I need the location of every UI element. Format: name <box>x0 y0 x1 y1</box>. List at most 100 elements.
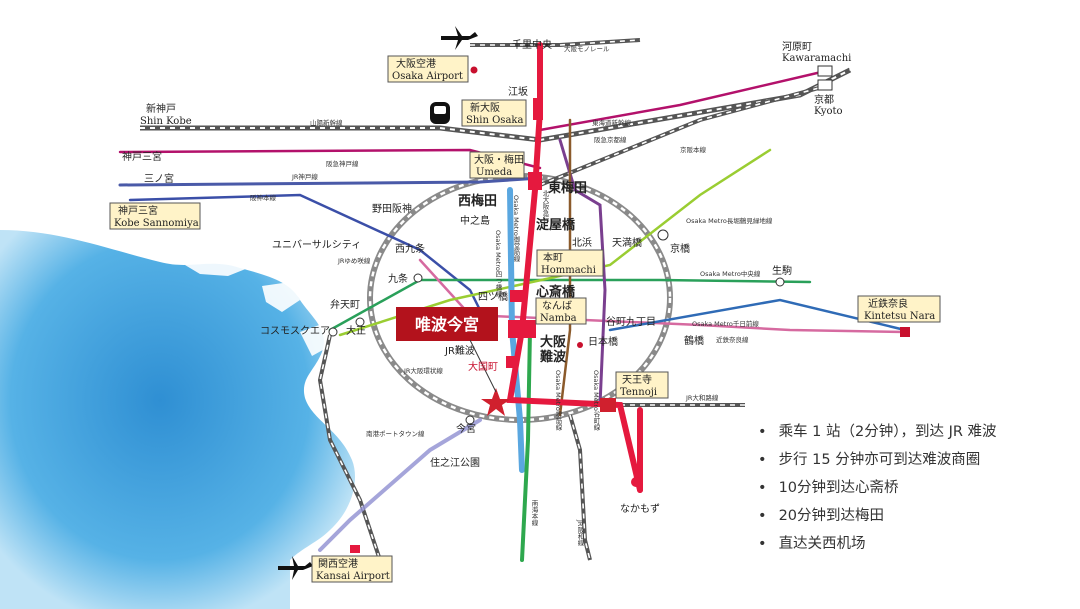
svg-text:Osaka Metro長堀鶴見緑地線: Osaka Metro長堀鶴見緑地線 <box>686 216 773 225</box>
box-kobe-sannomiya: 神戸三宮 Kobe Sannomiya <box>109 202 201 230</box>
note-item: 乘车 1 站（2分钟），到达 JR 难波 <box>758 418 997 446</box>
airplane-icon-kansai <box>278 556 313 580</box>
label-osaka-namba-1: 大阪 <box>540 334 567 350</box>
svg-text:大阪空港: 大阪空港 <box>396 57 436 70</box>
label-kyoto-en: Kyoto <box>814 106 843 117</box>
svg-text:JR大和路線: JR大和路線 <box>685 393 719 402</box>
svg-text:JR阪和線: JR阪和線 <box>576 519 584 546</box>
note-item: 直达关西机场 <box>758 530 997 558</box>
label-higashi-umeda: 東梅田 <box>548 180 587 196</box>
box-umeda: 大阪・梅田 Umeda <box>469 151 525 179</box>
coast-detail <box>180 250 330 356</box>
svg-text:Umeda: Umeda <box>476 167 512 178</box>
label-osaka-namba-2: 難波 <box>540 349 567 365</box>
nankai-line <box>520 328 532 562</box>
label-suminoe: 住之江公園 <box>430 456 480 469</box>
svg-text:新大阪: 新大阪 <box>470 101 500 114</box>
airplane-icon <box>441 26 478 50</box>
svg-text:Osaka Metro四つ橋線: Osaka Metro四つ橋線 <box>494 230 502 297</box>
svg-text:Namba: Namba <box>540 313 577 324</box>
svg-text:阪神本線: 阪神本線 <box>250 193 277 202</box>
label-tsuruhashi: 鶴橋 <box>684 334 704 347</box>
box-namba: なんば Namba <box>535 297 587 325</box>
note-item: 20分钟到达梅田 <box>758 502 997 530</box>
brand-badge: 唯波今宮 <box>396 307 498 393</box>
label-monorail: 大阪モノレール <box>564 44 610 53</box>
box-shin-osaka: 新大阪 Shin Osaka <box>461 99 527 127</box>
svg-text:山陽新幹線: 山陽新幹線 <box>310 118 343 127</box>
label-esaka: 江坂 <box>508 86 528 98</box>
label-kawaramachi-jp: 河原町 <box>782 41 812 53</box>
svg-text:Osaka Airport: Osaka Airport <box>392 71 463 82</box>
svg-text:Tennoji: Tennoji <box>620 387 657 398</box>
svg-text:Osaka Metro千日前線: Osaka Metro千日前線 <box>692 319 759 328</box>
box-tennoji: 天王寺 Tennoji <box>615 371 669 399</box>
label-tanimachi: 谷町九丁目 <box>606 316 656 328</box>
svg-text:本町: 本町 <box>543 251 563 264</box>
svg-text:北大阪急行: 北大阪急行 <box>541 190 549 224</box>
label-shinsaibashi: 心斎橋 <box>536 284 576 300</box>
svg-text:東海道新幹線: 東海道新幹線 <box>592 118 632 127</box>
location-star-icon <box>481 388 511 416</box>
svg-text:Osaka Metro御堂筋線: Osaka Metro御堂筋線 <box>512 195 520 262</box>
jr-kobe-line <box>118 176 542 187</box>
svg-text:なんば: なんば <box>542 300 572 312</box>
box-osaka-airport: 大阪空港 Osaka Airport <box>387 55 469 83</box>
svg-text:神戸三宮: 神戸三宮 <box>118 204 158 217</box>
label-yotsubashi: 四ツ橋 <box>478 290 508 303</box>
label-jr-namba: JR難波 <box>444 344 475 357</box>
svg-text:Kansai Airport: Kansai Airport <box>316 571 390 582</box>
hankyu-kyoto-line <box>538 68 832 132</box>
svg-text:Kobe Sannomiya: Kobe Sannomiya <box>114 218 199 229</box>
shinkansen-train-icon <box>430 102 450 124</box>
line-labels: 山陽新幹線 東海道新幹線 阪急京都線 京阪本線 阪急神戸線 JR神戸線 阪神本線… <box>250 118 773 546</box>
label-nakanoshima: 中之島 <box>460 214 490 227</box>
box-hommachi: 本町 Hommachi <box>536 249 604 277</box>
svg-text:近鉄奈良線: 近鉄奈良線 <box>716 335 749 344</box>
osaka-bay <box>0 230 356 609</box>
svg-text:Hommachi: Hommachi <box>541 265 596 276</box>
label-bentencho: 弁天町 <box>330 298 360 311</box>
label-kujo: 九条 <box>388 272 408 285</box>
svg-text:阪急京都線: 阪急京都線 <box>594 135 627 144</box>
label-ikoma: 生駒 <box>772 264 792 277</box>
svg-text:Osaka Metro谷町線: Osaka Metro谷町線 <box>592 370 600 431</box>
svg-text:京阪本線: 京阪本線 <box>680 145 707 154</box>
svg-text:近鉄奈良: 近鉄奈良 <box>868 297 908 310</box>
box-kansai-airport: 関西空港 Kansai Airport <box>311 555 393 583</box>
svg-text:Shin Osaka: Shin Osaka <box>466 115 523 126</box>
svg-text:阪急神戸線: 阪急神戸線 <box>326 159 359 168</box>
hanshin-line <box>128 193 482 312</box>
svg-text:大阪・梅田: 大阪・梅田 <box>474 153 524 166</box>
label-nishi-umeda: 西梅田 <box>458 193 497 209</box>
svg-text:関西空港: 関西空港 <box>318 557 358 570</box>
label-kyoto-jp: 京都 <box>814 93 834 106</box>
svg-text:JR大阪環状線: JR大阪環状線 <box>403 366 443 375</box>
label-kawaramachi-en: Kawaramachi <box>782 53 851 64</box>
sakaisuji-line <box>558 118 572 417</box>
label-noda-hanshin: 野田阪神 <box>372 202 412 215</box>
svg-text:南海本線: 南海本線 <box>530 499 538 527</box>
label-imamiya: 今宮 <box>456 422 476 435</box>
brand-mark-text: 唯波今宮 <box>415 315 479 334</box>
label-temmabashi: 天満橋 <box>612 236 642 249</box>
svg-text:天王寺: 天王寺 <box>622 374 652 386</box>
label-nakamozu: なかもず <box>620 503 660 515</box>
station-labels: 千里中央 大阪モノレール 江坂 新神戸 Shin Kobe 神戸三宮 三ノ宮 神… <box>109 38 941 583</box>
label-kyobashi: 京橋 <box>670 242 690 255</box>
note-item: 10分钟到达心斋桥 <box>758 474 997 502</box>
box-kintetsu-nara: 近鉄奈良 Kintetsu Nara <box>857 295 941 323</box>
label-cosmosquare: コスモスクエア <box>260 325 330 337</box>
svg-text:Osaka Metro中央線: Osaka Metro中央線 <box>700 269 761 278</box>
svg-text:JR神戸線: JR神戸線 <box>291 172 318 181</box>
note-item: 步行 15 分钟亦可到达难波商圈 <box>758 446 997 474</box>
station-markers <box>328 65 910 553</box>
label-senri-chuo: 千里中央 <box>512 38 552 51</box>
label-kobe-sannomiya: 神戸三宮 <box>122 150 162 163</box>
svg-text:南港ポートタウン線: 南港ポートタウン線 <box>366 429 425 438</box>
label-yodoyabashi: 淀屋橋 <box>536 217 576 233</box>
label-sannomiya: 三ノ宮 <box>144 172 174 185</box>
label-taisho: 大正 <box>346 324 366 337</box>
access-notes: 乘车 1 站（2分钟），到达 JR 难波 步行 15 分钟亦可到达难波商圈 10… <box>758 418 997 558</box>
